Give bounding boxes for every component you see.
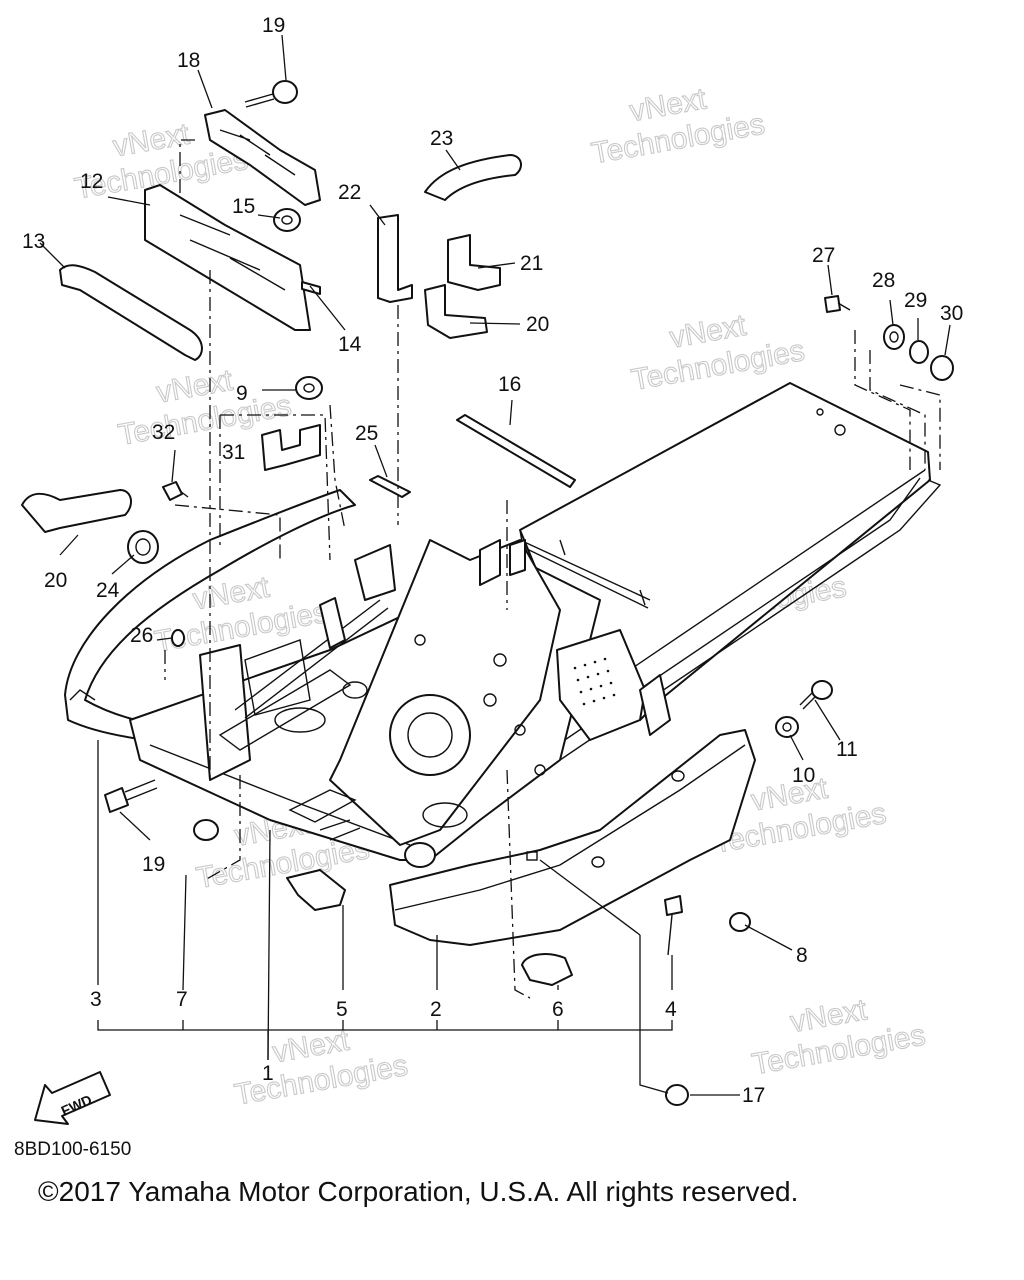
callout-32: 31	[222, 441, 245, 464]
strip-part-26	[369, 475, 411, 498]
callouts: 19 18 12 13 15 14 23 22 21 20 16 27 28 2…	[22, 14, 963, 1107]
bushing-part-25	[127, 530, 159, 564]
callout-15: 15	[232, 195, 255, 218]
watermark: vNext Technologies	[628, 308, 807, 397]
bushing-part-10	[775, 716, 799, 738]
callout-9: 9	[236, 382, 248, 405]
bracket-part-32	[261, 424, 321, 471]
diagram-code: 8BD100-6150	[14, 1139, 132, 1160]
strap-part-24	[424, 154, 522, 201]
forward-arrow-icon: FWD	[34, 1071, 111, 1125]
heat-exchanger-grid	[573, 657, 616, 706]
plate-part-12	[144, 184, 311, 331]
callout-10: 10	[792, 764, 815, 787]
callout-22: 21	[520, 252, 543, 275]
callout-24: 23	[430, 127, 453, 150]
callout-27: 26	[130, 624, 153, 647]
hardware-28-31	[824, 295, 954, 381]
bracket-part-21	[424, 284, 488, 339]
callout-2: 2	[430, 998, 442, 1021]
watermark: vNext Technologies	[588, 82, 767, 171]
bar-part-16	[456, 414, 576, 488]
callout-12: 12	[80, 170, 103, 193]
callout-4: 4	[665, 998, 677, 1021]
watermark: vNext Technologies	[115, 363, 294, 452]
grommet-part-27	[171, 629, 185, 647]
callout-8: 8	[796, 944, 808, 967]
callout-17: 17	[742, 1084, 765, 1107]
assembly-lines	[164, 139, 941, 999]
plug-part-17	[665, 1084, 689, 1106]
callout-19-bottom: 19	[142, 853, 165, 876]
bolt-part-33	[162, 481, 189, 501]
plug-part-8	[729, 912, 751, 932]
callout-1: 1	[262, 1062, 274, 1085]
callout-20: 20	[44, 569, 67, 592]
bracket-part-5	[286, 869, 346, 911]
watermark: vNext Technologies	[231, 1023, 410, 1112]
callout-25: 24	[96, 579, 120, 602]
callout-14: 14	[338, 333, 362, 356]
callout-11: 11	[836, 738, 858, 761]
frame-assembly	[64, 382, 942, 868]
callout-7: 7	[176, 988, 188, 1011]
skid-part-20	[21, 489, 132, 533]
callout-19: 19	[262, 14, 285, 37]
copyright-notice: ©2017 Yamaha Motor Corporation, U.S.A. A…	[38, 1176, 799, 1207]
brace-part-23	[377, 214, 413, 303]
leader-lines	[39, 34, 951, 1096]
grommet-part-15	[273, 208, 301, 232]
clip-part-6	[521, 953, 573, 986]
callout-18: 18	[177, 49, 200, 72]
pin-part-4	[664, 895, 683, 956]
watermark: vNext Technologies	[749, 993, 928, 1082]
callout-30: 29	[904, 289, 927, 312]
callout-31: 30	[940, 302, 963, 325]
callout-21: 20	[526, 313, 549, 336]
callout-3: 3	[90, 988, 102, 1011]
callout-16: 16	[498, 373, 521, 396]
callout-28: 27	[812, 244, 835, 267]
bolt-part-19-bottom	[104, 779, 158, 813]
callout-5: 5	[336, 998, 348, 1021]
bracket-part-18	[204, 109, 321, 206]
callout-26: 25	[355, 422, 378, 445]
grommet-part-9	[295, 376, 323, 400]
block-part-22	[447, 234, 501, 291]
callout-33: 32	[152, 421, 175, 444]
plug-part-7	[193, 819, 219, 841]
callout-23: 22	[338, 181, 361, 204]
callout-13: 13	[22, 230, 45, 253]
handle-part-13	[59, 264, 203, 361]
bolt-part-19-top	[244, 80, 298, 108]
callout-6: 6	[552, 998, 564, 1021]
bolt-part-11	[799, 680, 833, 710]
callout-29: 28	[872, 269, 895, 292]
